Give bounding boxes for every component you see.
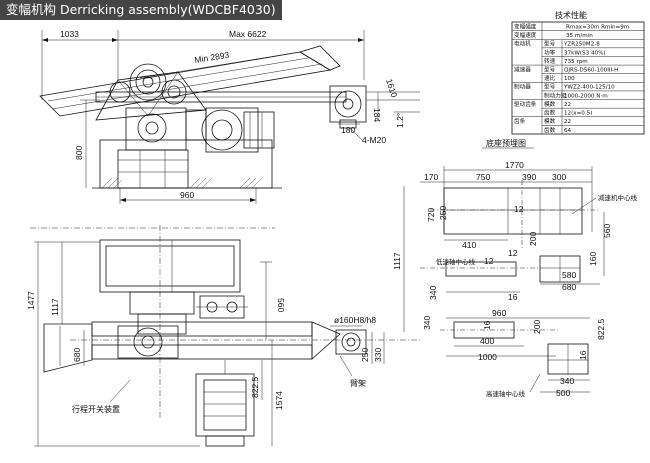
spec-cell: 型号 — [544, 83, 556, 91]
dim-1033: 1033 — [60, 29, 79, 39]
base-dim-410: 410 — [462, 240, 476, 250]
spec-cell: 35 m/min — [566, 33, 593, 39]
spec-cell: 型号 — [544, 40, 556, 48]
dim-800: 800 — [74, 146, 84, 160]
base-dim-400: 400 — [480, 336, 494, 346]
spec-cell: YZR250M2-8 — [563, 42, 600, 48]
base-dim-580: 580 — [562, 270, 576, 280]
base-dim-340a: 340 — [428, 286, 438, 300]
base-dim-170: 170 — [424, 172, 438, 182]
base-dim-750: 750 — [476, 172, 490, 182]
spec-cell: Rmax=30m Rmin=9m — [566, 24, 629, 30]
spec-cell: 驱动齿条 — [514, 100, 537, 108]
dim-max-6622: Max 6622 — [229, 29, 267, 39]
spec-cell: 齿条 — [514, 117, 526, 125]
label-arm: 臂架 — [350, 378, 366, 388]
label-low-shaft: 低速轴中心线 — [436, 257, 476, 266]
label-reducer-center: 减速机中心线 — [598, 193, 638, 202]
base-dim-720: 720 — [426, 208, 436, 222]
dim-180: 180 — [341, 125, 355, 135]
dim-680: 680 — [72, 348, 82, 362]
spec-cell: 速比 — [544, 74, 556, 82]
base-dim-12a: 12 — [514, 204, 524, 214]
base-dim-250: 250 — [438, 206, 448, 220]
base-dim-12c: 12 — [508, 248, 518, 258]
base-dim-340c: 340 — [560, 376, 574, 386]
base-embed-plan: 底座预埋图 1770 170 750 390 300 720 250 410 1… — [392, 138, 638, 398]
spec-cell: 转速 — [544, 57, 556, 65]
spec-cell: QJRS-D560-100III-H — [564, 67, 618, 73]
base-dim-160: 160 — [588, 252, 598, 266]
dim-184: 184 — [372, 108, 382, 122]
base-dim-822-5: 822.5 — [596, 318, 606, 340]
spec-cell: 22 — [564, 119, 571, 125]
base-dim-500: 500 — [556, 388, 570, 398]
base-dim-1000: 1000 — [478, 352, 497, 362]
dim-822-5: 822.5 — [250, 376, 260, 398]
dim-1477: 1477 — [26, 291, 36, 310]
spec-cell: 电动机 — [514, 40, 531, 48]
dim-shaft: ø160H8/h8 — [334, 315, 376, 325]
dim-330: 330 — [373, 348, 383, 362]
base-dim-300: 300 — [552, 172, 566, 182]
spec-cell: 模数 — [544, 117, 556, 125]
spec-cell: 变幅幅度 — [514, 22, 537, 30]
spec-cell: 735 rpm — [564, 59, 588, 65]
base-dim-1770: 1770 — [505, 160, 524, 170]
dim-min-2893: Min 2893 — [194, 50, 230, 65]
base-dim-16b: 16 — [482, 320, 492, 330]
spec-table-title: 技术性能 — [555, 10, 587, 20]
dim-1117: 1117 — [50, 298, 60, 316]
base-dim-200a: 200 — [528, 232, 538, 246]
base-dim-960: 960 — [492, 308, 506, 318]
base-dim-340b: 340 — [422, 316, 432, 330]
base-dim-390: 390 — [522, 172, 536, 182]
dim-250: 250 — [360, 348, 370, 362]
base-dim-1117: 1117 — [392, 252, 402, 270]
spec-cell: 模数 — [544, 100, 556, 108]
dim-angle: 1.2° — [395, 113, 405, 128]
spec-cell: 减速器 — [514, 65, 531, 73]
spec-cell: YWZ2-400-125/10 — [563, 85, 615, 91]
dim-560: 560 — [276, 298, 286, 312]
base-dim-12b: 12 — [484, 256, 494, 266]
spec-cell: 型号 — [544, 65, 556, 73]
base-dim-200b: 200 — [532, 320, 542, 334]
page-title: 变幅机构 Derricking assembly(WDCBF4030) — [0, 0, 282, 20]
base-dim-16a: 16 — [508, 292, 518, 302]
elevation-view: 1033 Max 6622 Min 2893 — [39, 29, 420, 204]
label-travel-switch: 行程开关装置 — [72, 404, 120, 414]
spec-cell: 齿数 — [544, 109, 556, 117]
spec-cell: 制动器 — [514, 83, 531, 91]
spec-cell: 制动力矩 — [544, 91, 567, 99]
spec-cell: 12(x=0.5) — [564, 111, 592, 117]
spec-cell: 64 — [564, 128, 572, 134]
spec-cell: 100 — [564, 76, 575, 82]
label-high-shaft: 高速轴中心线 — [486, 389, 526, 398]
spec-cell: 齿数 — [544, 126, 556, 134]
spec-cell: 变幅速度 — [514, 31, 537, 39]
dim-1574: 1574 — [274, 391, 284, 410]
spec-table: 技术性能 变幅幅度 Rmax=30m Rmin=9m 变幅速度 35 m/min 电动机… — [511, 10, 645, 135]
base-plan-title: 底座预埋图 — [486, 138, 526, 148]
base-dim-560: 560 — [602, 224, 612, 238]
spec-cell: 功率 — [544, 48, 556, 56]
base-hatching — [101, 177, 263, 189]
base-dim-680: 680 — [562, 282, 576, 292]
label-bolts: 4-M20 — [362, 135, 386, 145]
dim-1610: 1610 — [384, 78, 399, 99]
plan-view: 1477 1117 680 560 ø160H8/h8 250 330 臂架 8… — [26, 225, 420, 447]
spec-cell: 22 — [564, 102, 571, 108]
spec-cell: 1000-2000 N·m — [564, 93, 608, 99]
spec-cell: 37kW(S3 40%) — [564, 50, 606, 56]
dim-960: 960 — [180, 190, 194, 200]
base-dim-16c: 16 — [578, 350, 588, 360]
